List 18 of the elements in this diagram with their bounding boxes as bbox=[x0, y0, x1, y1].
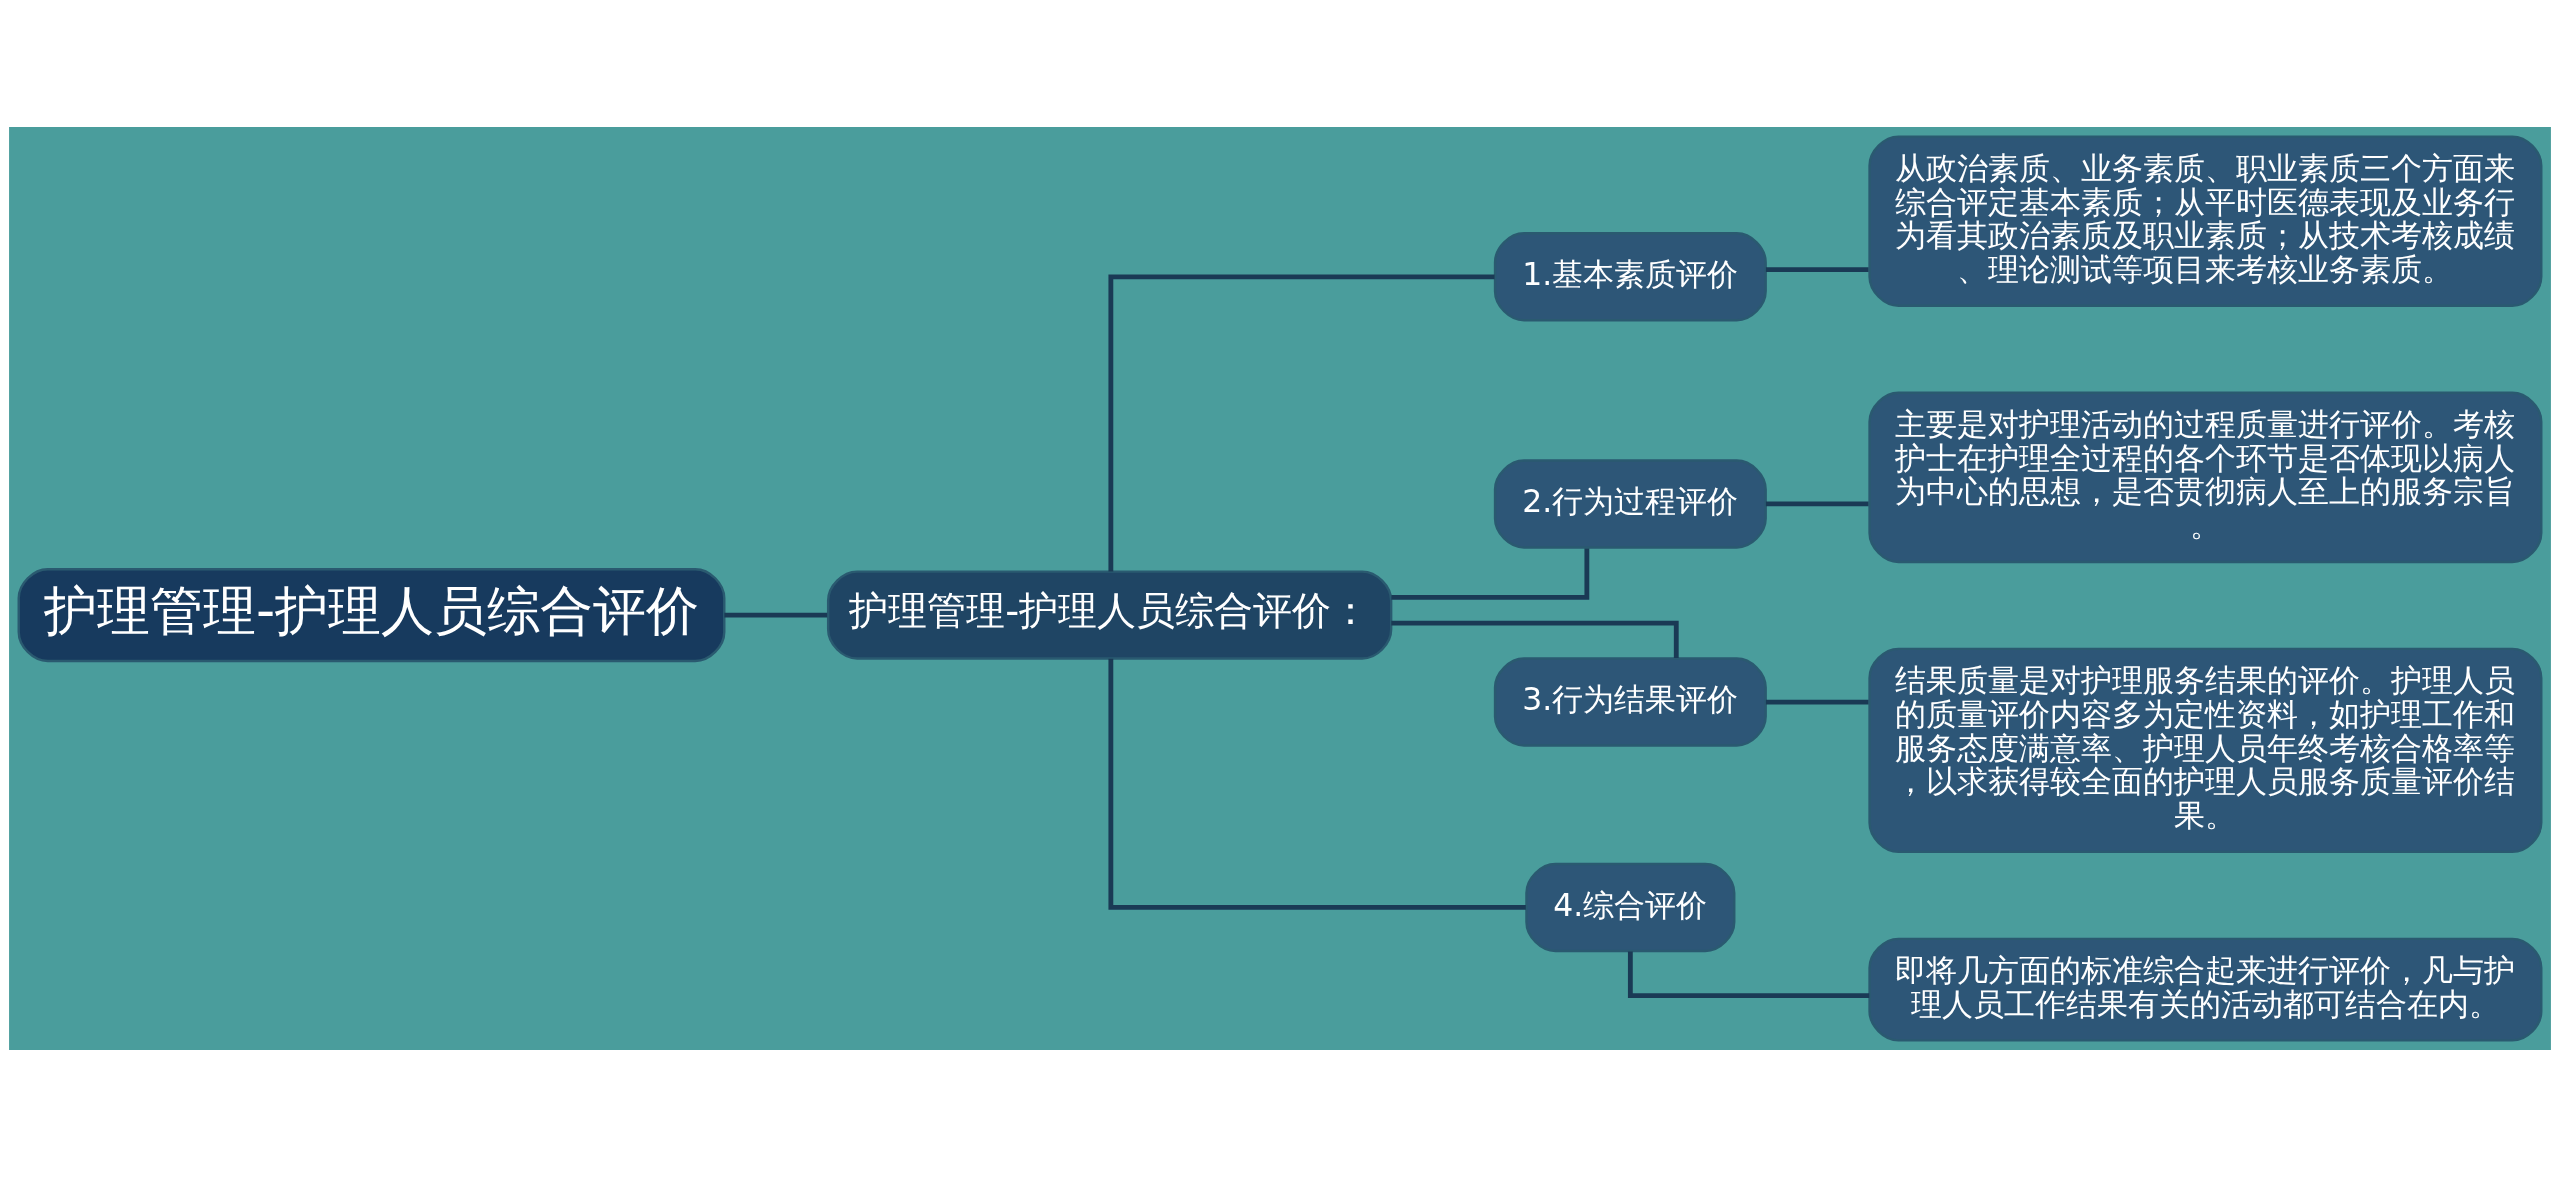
connector bbox=[1108, 274, 1495, 572]
node-box: 2.行为过程评价 bbox=[1493, 459, 1767, 549]
connector bbox=[724, 612, 828, 618]
connector bbox=[1391, 548, 1590, 600]
node-box: 即将几方面的标准综合起来进行评价，凡与护理人员工作结果有关的活动都可结合在内。 bbox=[1868, 937, 2543, 1042]
connector bbox=[1765, 267, 1869, 272]
connector bbox=[1627, 951, 1870, 999]
node-box: 主要是对护理活动的过程质量进行评价。考核护士在护理全过程的各个环节是否体现以病人为中心的思想，是否贯彻病人至上的服务宗旨。 bbox=[1868, 391, 2543, 564]
connector bbox=[1108, 658, 1526, 910]
node-box: 护理管理-护理人员综合评价： bbox=[826, 570, 1393, 660]
node-box: 1.基本素质评价 bbox=[1493, 232, 1767, 322]
node-box: 护理管理-护理人员综合评价 bbox=[17, 567, 726, 663]
connector bbox=[1765, 501, 1869, 507]
connector bbox=[1765, 699, 1869, 705]
node-box: 4.综合评价 bbox=[1525, 862, 1736, 953]
node-box: 结果质量是对护理服务结果的评价。护理人员的质量评价内容多为定性资料，如护理工作和服务态度满意率、护理人员年终考核合格率等，以求获得较全面的护理人员服务质量评价结果。 bbox=[1868, 647, 2543, 854]
node-box: 从政治素质、业务素质、职业素质三个方面来综合评定基本素质；从平时医德表现及业务行为看其政治素质及职业素质；从技术考核成绩、理论测试等项目来考核业务素质。 bbox=[1868, 135, 2543, 307]
node-box: 3.行为结果评价 bbox=[1493, 657, 1767, 747]
